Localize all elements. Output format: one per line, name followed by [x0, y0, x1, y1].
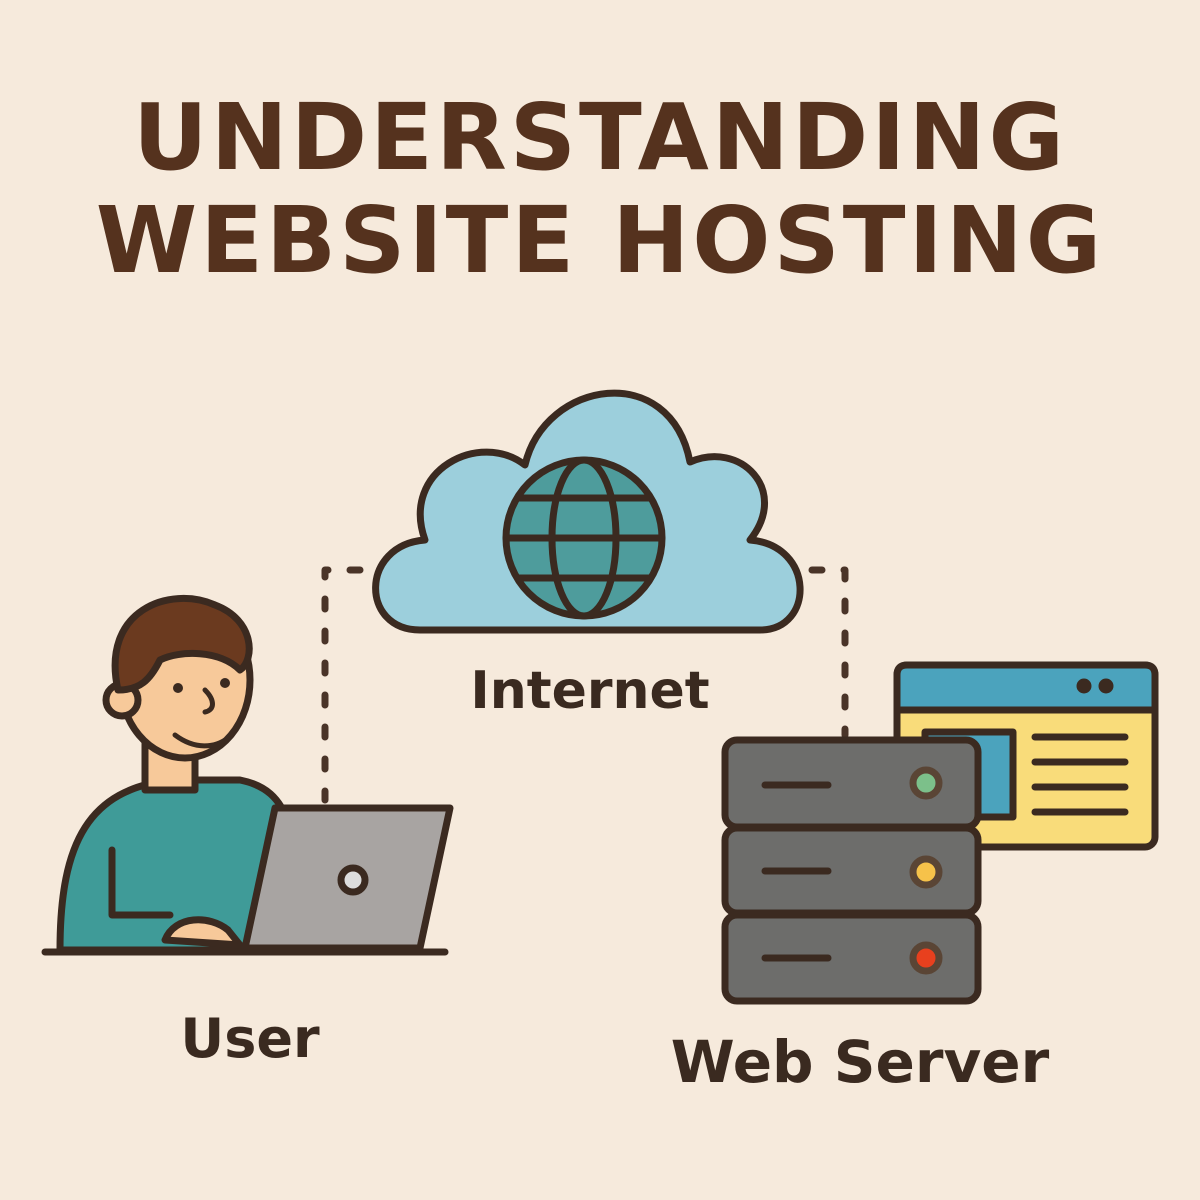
status-led-red — [909, 941, 943, 975]
server-unit-3 — [721, 911, 982, 1005]
server-rack-icon — [721, 736, 982, 1005]
internet-label: Internet — [470, 661, 710, 721]
user-avatar — [56, 594, 304, 954]
title-line-2: WEBSITE HOSTING — [95, 187, 1105, 294]
title-line-1: UNDERSTANDING — [133, 84, 1067, 191]
internet-server-connector — [808, 566, 849, 739]
status-led-green — [909, 766, 943, 800]
globe-icon — [502, 456, 666, 620]
user-internet-connector — [321, 566, 364, 804]
status-led-yellow — [909, 855, 943, 889]
user-label: User — [180, 1007, 320, 1070]
hair — [111, 594, 253, 694]
web-server-label: Web Server — [670, 1028, 1050, 1096]
laptop-icon — [241, 804, 454, 952]
